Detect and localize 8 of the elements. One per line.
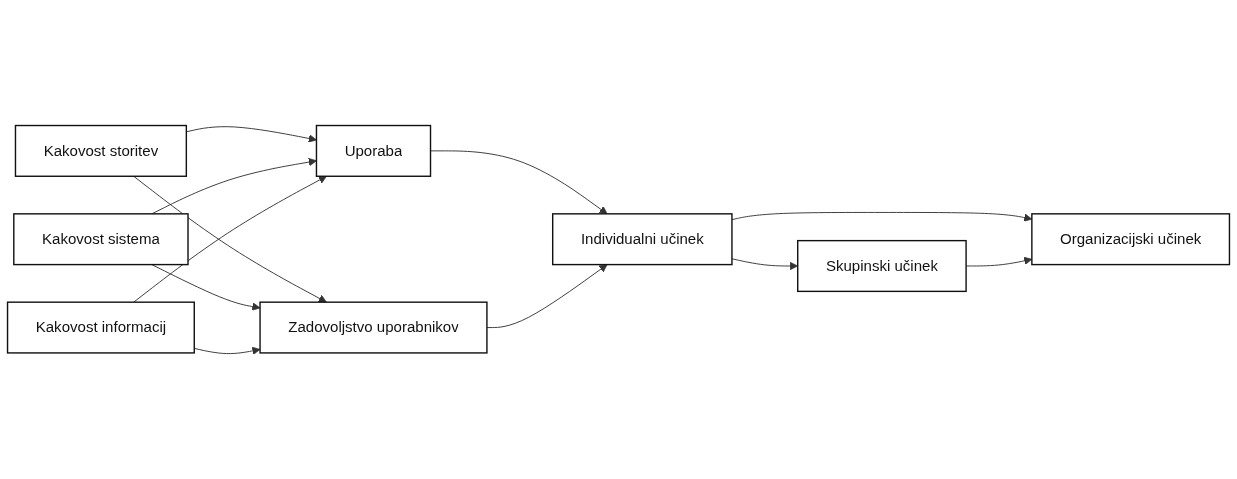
node-box: Skupinski učinek	[797, 239, 967, 292]
node-box: Uporaba	[315, 124, 432, 177]
node-box: Kakovost sistema	[13, 213, 189, 266]
node-box: Zadovoljstvo uporabnikov	[259, 301, 488, 354]
node-box: Kakovost storitev	[14, 124, 188, 177]
node-box: Individualni učinek	[552, 213, 733, 266]
node-box: Organizacijski učinek	[1031, 213, 1231, 266]
node-box: Kakovost informacij	[6, 301, 195, 354]
